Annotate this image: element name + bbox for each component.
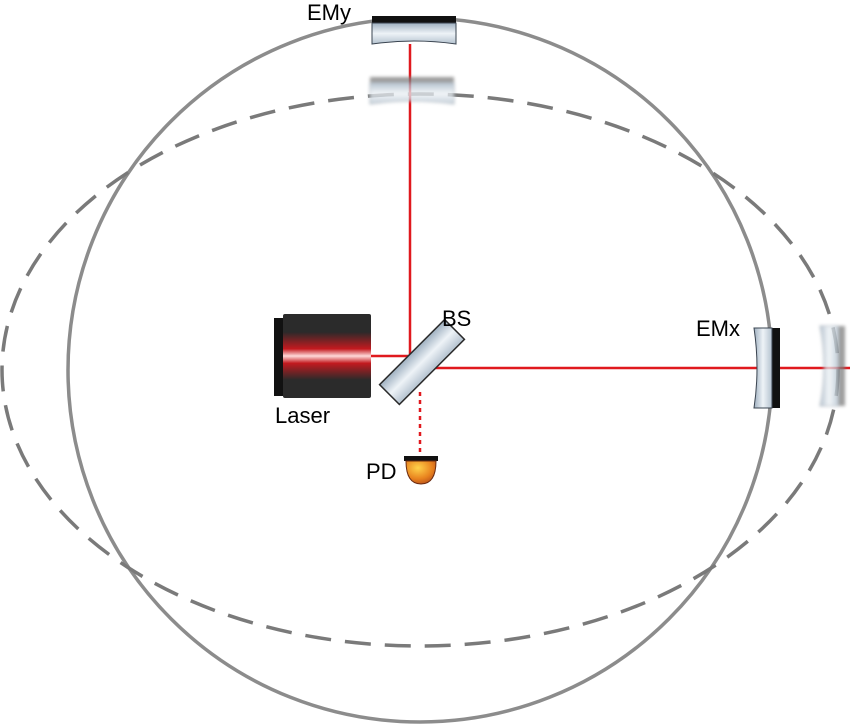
emx-mirror-displaced [819, 325, 845, 407]
emy-mirror-displaced [369, 77, 455, 105]
bs-label: BS [442, 306, 471, 331]
emx-label: EMx [696, 316, 740, 341]
beam-splitter [378, 318, 466, 406]
laser-label: Laser [275, 403, 330, 428]
photodetector [404, 456, 438, 485]
emy-mirror [371, 16, 457, 45]
emx-mirror [753, 327, 780, 409]
emy-label: EMy [307, 0, 351, 25]
laser-source [274, 314, 371, 398]
pd-label: PD [366, 459, 397, 484]
